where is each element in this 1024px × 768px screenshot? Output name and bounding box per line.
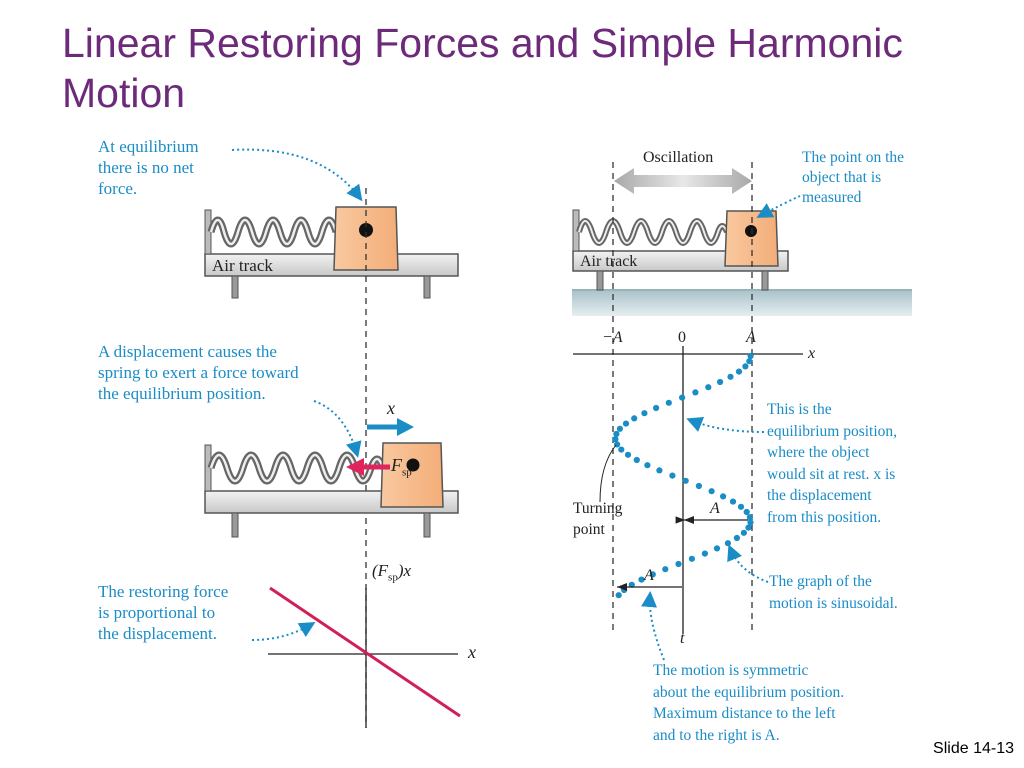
sine-dot bbox=[622, 420, 630, 427]
sine-dot bbox=[615, 592, 622, 599]
sine-dot bbox=[618, 446, 625, 453]
sine-dot bbox=[624, 451, 632, 458]
slide-number: Slide 14-13 bbox=[933, 740, 1014, 757]
sine-dot bbox=[682, 477, 689, 484]
axis-label-x: x bbox=[808, 345, 816, 362]
sine-dot bbox=[737, 503, 745, 510]
sine-dot bbox=[675, 560, 682, 568]
sine-dot bbox=[631, 415, 638, 422]
amplitude-markers bbox=[617, 516, 748, 591]
sine-dot bbox=[747, 352, 754, 360]
axis-label-t: t bbox=[680, 630, 685, 647]
sine-dot bbox=[688, 555, 696, 562]
sine-dot bbox=[641, 410, 648, 417]
left-air-track-equilibrium bbox=[204, 148, 459, 299]
sine-dot bbox=[613, 430, 620, 438]
sine-dot bbox=[745, 524, 752, 531]
sine-dot bbox=[705, 384, 712, 391]
sine-dot bbox=[740, 529, 748, 536]
displacement-x-label: x bbox=[387, 398, 395, 418]
air-track-label-1: Air track bbox=[212, 256, 273, 275]
restoring-force-graph bbox=[251, 586, 461, 728]
graph-y-axis-label: (Fsp)x bbox=[372, 561, 412, 584]
sine-dot bbox=[747, 519, 754, 526]
sine-dot bbox=[735, 368, 743, 375]
sine-dot bbox=[653, 404, 660, 412]
right-air-track bbox=[572, 168, 912, 316]
sine-dot bbox=[644, 462, 651, 469]
sine-dot bbox=[628, 581, 635, 588]
sine-dot bbox=[695, 482, 703, 490]
force-vector-label: Fsp bbox=[391, 455, 412, 479]
sine-dot bbox=[746, 514, 754, 521]
sine-dot bbox=[708, 488, 715, 495]
sine-dot bbox=[720, 493, 727, 500]
air-track-label-right: Air track bbox=[580, 253, 638, 270]
sinusoidal-motion-curve bbox=[612, 352, 754, 599]
sine-dot bbox=[679, 394, 686, 401]
axis-label-neg-a: −A bbox=[602, 329, 623, 346]
sine-dot bbox=[701, 550, 709, 557]
sine-dot bbox=[633, 456, 640, 464]
sine-dot bbox=[729, 498, 737, 505]
note-equilibrium-position: This is the equilibrium position, where … bbox=[767, 401, 898, 526]
note-equilibrium-no-net-force: At equilibrium there is no net force. bbox=[98, 137, 199, 198]
slide-title: Linear Restoring Forces and Simple Harmo… bbox=[62, 20, 903, 116]
sine-dot bbox=[656, 467, 663, 474]
note-proportional: The restoring force is proportional to t… bbox=[98, 582, 229, 643]
sine-dot bbox=[662, 566, 669, 573]
sine-dot bbox=[692, 389, 699, 396]
graph-x-axis-label: x bbox=[468, 642, 476, 662]
right-annotation-arrows bbox=[599, 417, 769, 661]
motion-graph-axes bbox=[573, 346, 803, 634]
sine-dot bbox=[742, 363, 749, 370]
sine-dot bbox=[743, 508, 750, 516]
sine-dot bbox=[713, 545, 721, 552]
turning-point-label: Turning point bbox=[573, 500, 623, 538]
note-measured-point: The point on the object that is measured bbox=[802, 149, 905, 206]
sine-dot bbox=[665, 399, 672, 406]
note-sinusoidal: The graph of the motion is sinusoidal. bbox=[769, 573, 898, 612]
amplitude-label-left: A bbox=[644, 567, 654, 584]
sine-dot bbox=[733, 534, 741, 542]
oscillation-label: Oscillation bbox=[643, 149, 714, 166]
sine-dot bbox=[669, 472, 676, 479]
sine-dot bbox=[727, 373, 734, 380]
sine-dot bbox=[717, 378, 724, 386]
sine-dot bbox=[616, 425, 624, 432]
axis-label-zero: 0 bbox=[678, 329, 686, 346]
right-amplitude-guides bbox=[612, 162, 753, 630]
note-symmetric-motion: The motion is symmetric about the equili… bbox=[653, 662, 845, 744]
amplitude-label-right: A bbox=[710, 500, 720, 517]
axis-label-pos-a: A bbox=[746, 329, 756, 346]
sine-dot bbox=[649, 571, 656, 578]
sine-dot bbox=[638, 576, 645, 583]
sine-dot bbox=[746, 358, 753, 365]
note-displacement-force: A displacement causes the spring to exer… bbox=[98, 342, 299, 403]
sine-dot bbox=[612, 436, 619, 443]
left-air-track-displaced bbox=[204, 400, 459, 538]
sine-dot bbox=[724, 540, 732, 547]
